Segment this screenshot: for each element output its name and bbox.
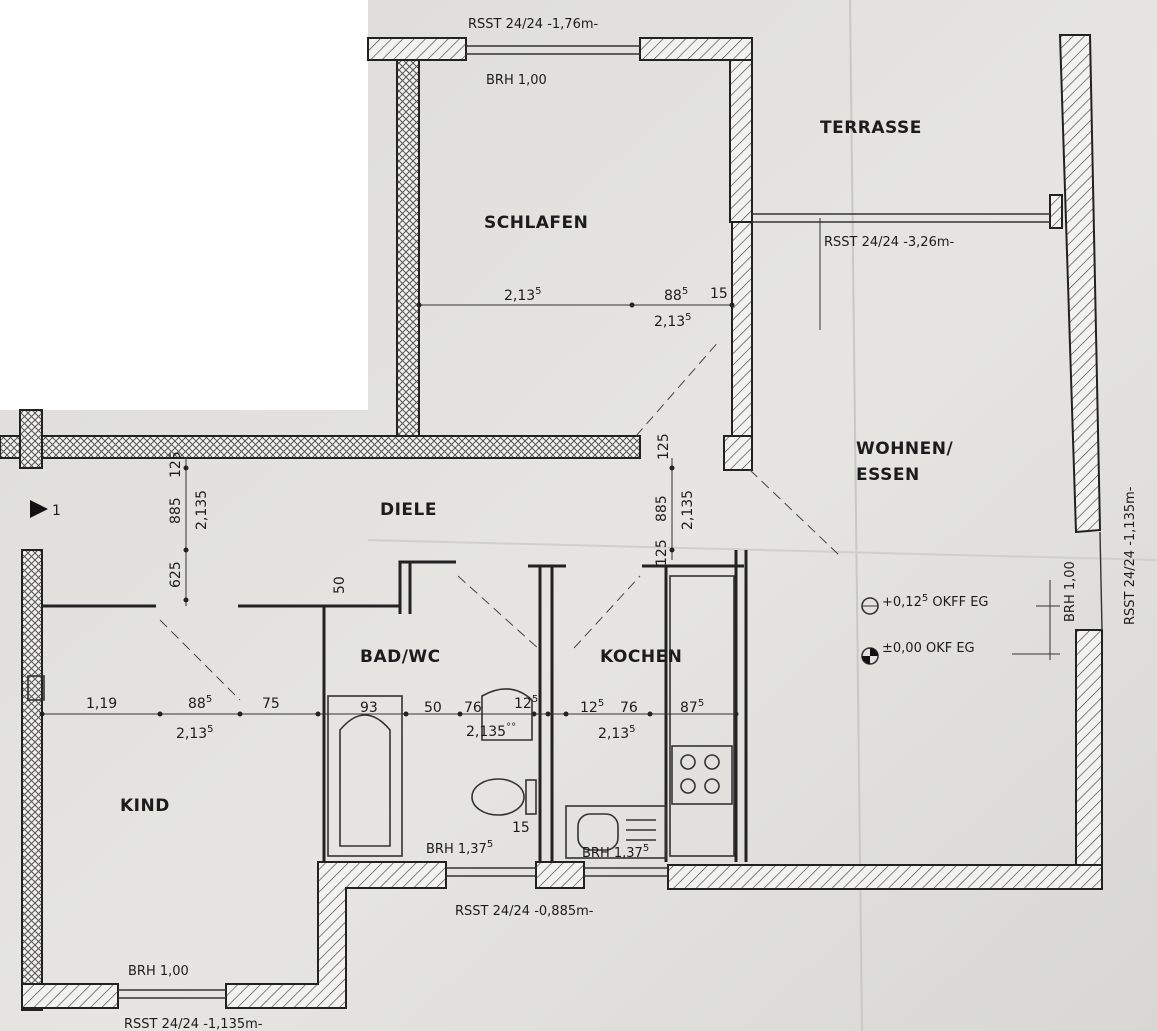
dim-bad-125: 125 [514, 694, 538, 712]
window-kind [118, 989, 226, 999]
toilet-tank [525, 779, 537, 815]
burner [680, 778, 696, 794]
door-swing [635, 339, 841, 557]
room-label-essen: ESSEN [856, 465, 920, 485]
wall [367, 37, 467, 61]
wall [729, 59, 753, 223]
window-right [1099, 531, 1103, 631]
window-terrace [752, 213, 1050, 223]
paper-fold [367, 539, 1157, 561]
dimension-line [819, 218, 1060, 660]
dimension-line [185, 458, 673, 606]
dim-kind-2135: 2,135 [176, 724, 214, 742]
partition-wall [642, 550, 748, 862]
wall [723, 435, 753, 471]
wall [1049, 194, 1063, 229]
stove [671, 745, 733, 805]
window-label-kind: RSST 24/24 -1,135m- [124, 1017, 263, 1031]
level-label-okf: ±0,00 OKF EG [882, 641, 975, 656]
window-brh-kind: BRH 1,00 [128, 964, 189, 979]
dim-bad-2135: 2,135°° [466, 722, 516, 740]
room-label-kind: KIND [120, 796, 170, 816]
window-bath [446, 867, 536, 877]
burner [704, 778, 720, 794]
dim-corridor-125: 125 [656, 433, 672, 460]
dim-bad-50: 50 [332, 576, 348, 594]
meter-box [27, 675, 45, 701]
room-label-schlafen: SCHLAFEN [484, 213, 588, 233]
window-brh-top: BRH 1,00 [486, 73, 547, 88]
wall [667, 864, 1103, 890]
door-swing [159, 575, 641, 701]
wall [225, 861, 447, 1009]
burner [680, 754, 696, 770]
burner [704, 754, 720, 770]
wall [19, 409, 43, 469]
paper-fold [849, 0, 863, 1031]
room-label-bad: BAD/WC [360, 647, 441, 667]
dim-kind-75: 75 [262, 696, 280, 712]
window-kitchen [584, 867, 668, 877]
partition-wall [398, 562, 412, 614]
toilet [471, 778, 525, 816]
window-label-right: RSST 24/24 -1,135m- [1123, 486, 1138, 625]
section-marker-label: 1 [52, 503, 61, 519]
dim-kochen-2135: 2,135 [598, 724, 636, 742]
dim-schlafen-door-h: 2,135 [654, 312, 692, 330]
dim-diele-left-2135: 2,135 [194, 490, 210, 530]
dim-kochen-875: 875 [680, 698, 704, 716]
dim-schlafen-door-w: 885 [664, 286, 688, 304]
dim-diele-right-2135: 2,135 [680, 490, 696, 530]
blank-area [0, 0, 368, 410]
dim-bad-50b: 50 [424, 700, 442, 716]
dim-schlafen-15: 15 [710, 286, 728, 302]
room-label-wohnen: WOHNEN/ [856, 439, 953, 459]
window-brh-kitchen: BRH 1,375 [582, 843, 649, 861]
kitchen-basin [577, 813, 619, 851]
wall [396, 59, 420, 439]
room-label-diele: DIELE [380, 500, 437, 520]
dim-diele-left-885: 885 [168, 497, 184, 524]
dim-bad-93: 93 [360, 700, 378, 716]
dim-diele-left-625: 625 [168, 561, 184, 588]
window-brh-right: BRH 1,00 [1063, 561, 1078, 622]
room-label-terrasse: TERRASSE [820, 118, 922, 138]
wall [535, 861, 585, 889]
wall [639, 37, 753, 61]
wall [731, 221, 753, 457]
wall [21, 983, 119, 1009]
dim-diele-left-125: 125 [168, 451, 184, 478]
window-top [466, 45, 640, 55]
drainboard [626, 819, 656, 841]
dim-schlafen-width: 2,135 [504, 286, 542, 304]
section-marker-icon [30, 500, 48, 518]
level-label-okff: +0,125 OKFF EG [882, 593, 988, 610]
dim-bad-76: 76 [464, 700, 482, 716]
dim-kind-885: 885 [188, 694, 212, 712]
wall [1075, 629, 1103, 889]
room-label-kochen: KOCHEN [600, 647, 682, 667]
kitchen-sink [565, 805, 667, 859]
dim-diele-right-125: 125 [654, 539, 670, 566]
bathtub-inner [339, 714, 391, 847]
dim-kind-119: 1,19 [86, 696, 117, 712]
sink [481, 688, 533, 741]
dim-bad-15: 15 [512, 820, 530, 836]
dim-kochen-125: 125 [580, 698, 604, 716]
kitchen-counter [669, 575, 735, 857]
window-label-top: RSST 24/24 -1,76m- [468, 17, 599, 32]
bathtub [327, 695, 403, 857]
dim-kochen-76: 76 [620, 700, 638, 716]
dim-diele-right-885: 885 [654, 495, 670, 522]
level-marker-okf-fill [862, 648, 878, 664]
wall [1058, 34, 1102, 534]
window-brh-bath: BRH 1,375 [426, 839, 493, 857]
window-label-terrace: RSST 24/24 -3,26m- [824, 235, 955, 250]
wall [0, 435, 641, 459]
wall [21, 549, 43, 1011]
window-label-bottom: RSST 24/24 -0,885m- [455, 904, 594, 919]
